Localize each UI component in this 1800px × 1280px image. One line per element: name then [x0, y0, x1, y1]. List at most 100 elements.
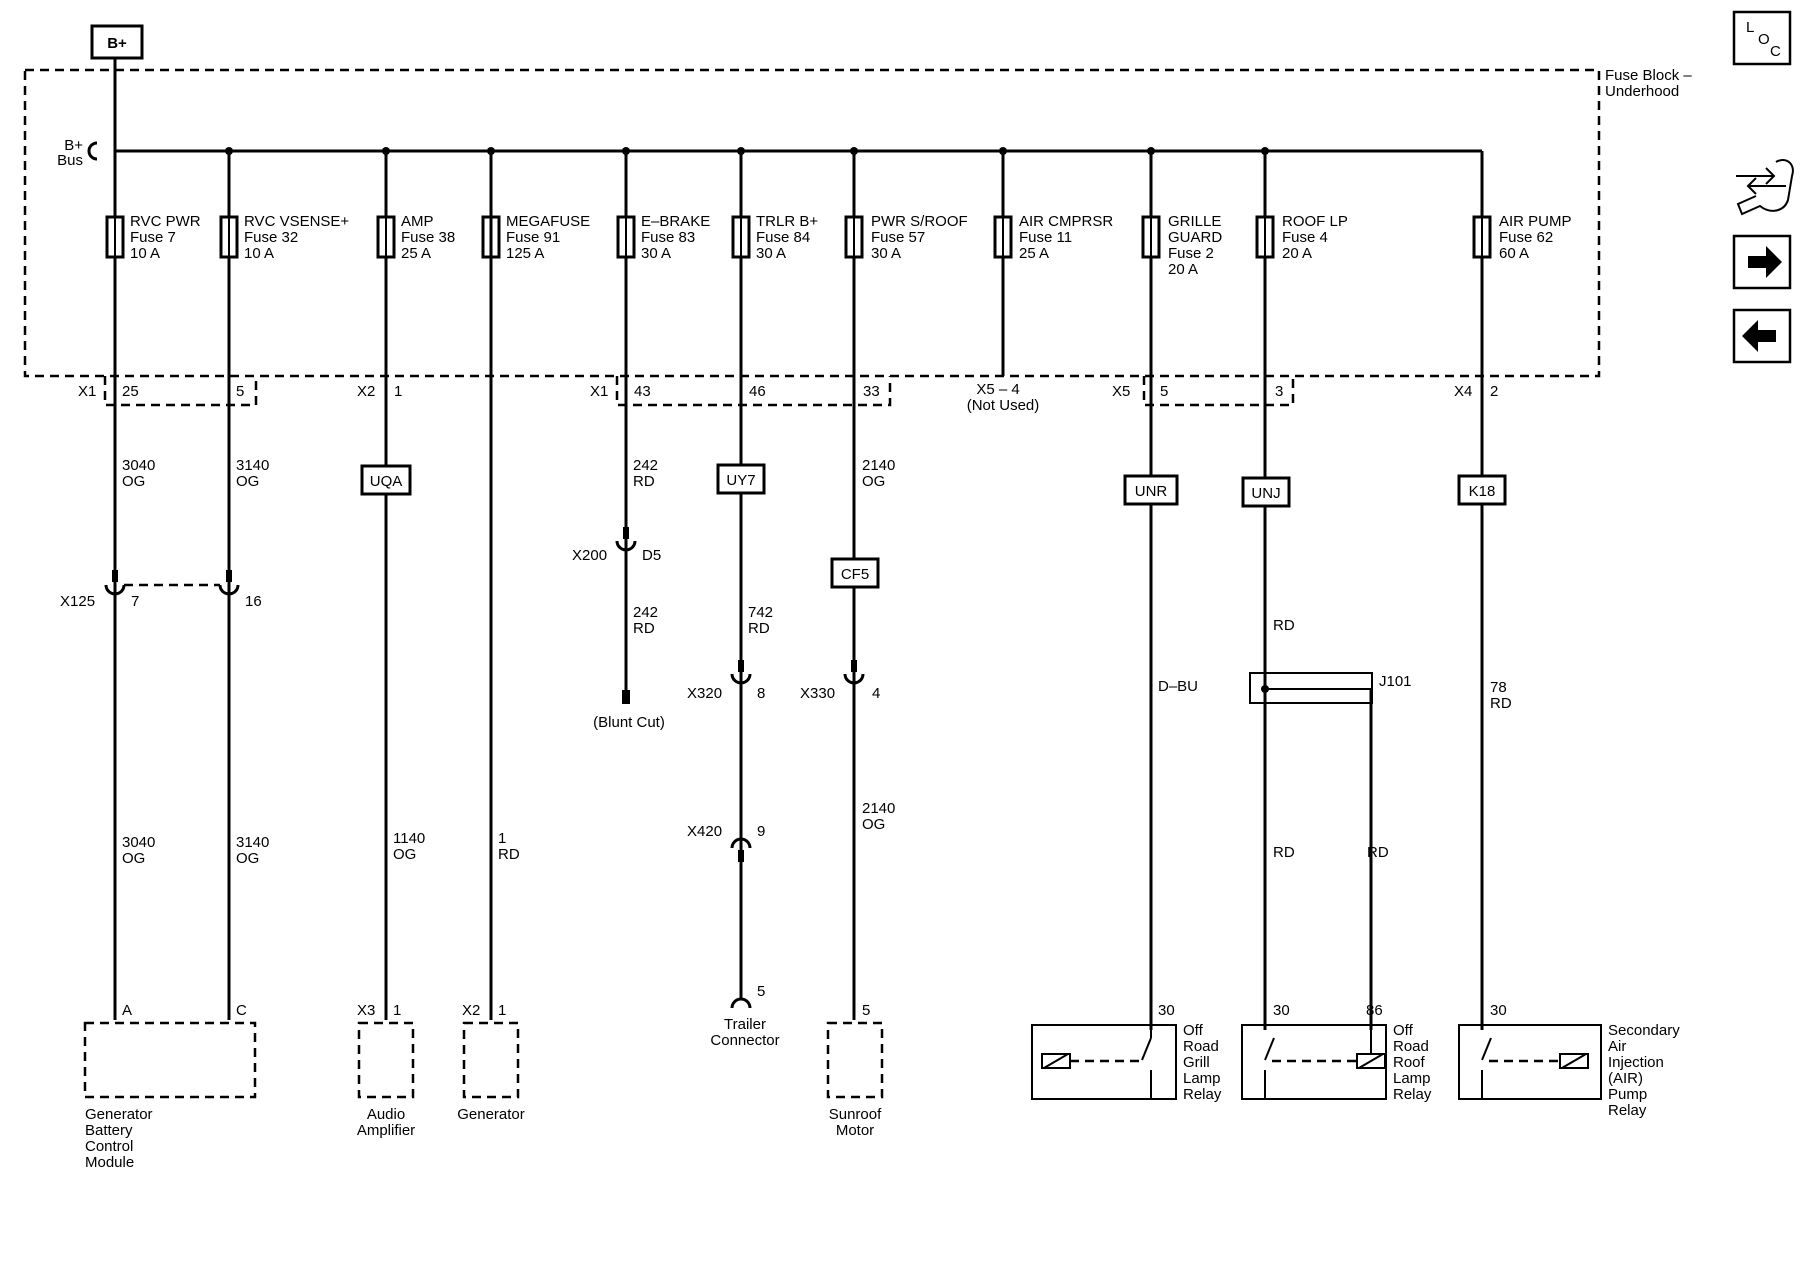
option-uy7: [716, 463, 766, 495]
svg-text:GRILLE: GRILLE: [1168, 213, 1221, 230]
svg-text:Sunroof: Sunroof: [829, 1106, 882, 1123]
fuse-label-roof-lp: ROOF LP Fuse 4 20 A: [1282, 213, 1348, 262]
svg-text:30 A: 30 A: [756, 245, 786, 262]
svg-text:O: O: [1758, 31, 1770, 48]
option-k18: [1457, 474, 1507, 506]
wire-3040-num-bottom: 3040: [122, 834, 155, 851]
option-unr-label: UNR: [1135, 483, 1168, 500]
svg-text:(AIR): (AIR): [1608, 1070, 1643, 1087]
splice-j101: [1249, 672, 1373, 704]
blunt-cut-end: [622, 690, 630, 704]
trailer-connector-mark: [730, 997, 752, 1009]
fuse-block-title: Fuse Block –: [1605, 67, 1692, 84]
connector-x4-pin1: 2: [1490, 383, 1498, 400]
option-uqa: [360, 464, 412, 496]
connector-x125-pin2: 16: [245, 593, 262, 610]
wire-3140-color-top: OG: [236, 473, 259, 490]
wire-242-color-bottom: RD: [633, 620, 655, 637]
wrench-tool-icon[interactable]: [1736, 158, 1794, 216]
svg-text:Road: Road: [1393, 1038, 1429, 1055]
wire-1-color: RD: [498, 846, 520, 863]
svg-text:GUARD: GUARD: [1168, 229, 1222, 246]
connector-x200-label: X200: [572, 547, 607, 564]
amp-connector: X3: [357, 1002, 375, 1019]
audio-amplifier-component: [357, 1021, 415, 1099]
gen-pin: 1: [498, 1002, 506, 1019]
wire-742-color: RD: [748, 620, 770, 637]
svg-text:Fuse 32: Fuse 32: [244, 229, 298, 246]
wire-rd-right-label: RD: [1367, 844, 1389, 861]
wire-3140-color-bottom: OG: [236, 850, 259, 867]
relay2-pin-30: 30: [1273, 1002, 1290, 1019]
svg-text:Generator: Generator: [85, 1106, 153, 1123]
connector-x1-a-label: X1: [78, 383, 96, 400]
svg-text:Road: Road: [1183, 1038, 1219, 1055]
svg-text:Amplifier: Amplifier: [357, 1122, 415, 1139]
svg-text:ROOF LP: ROOF LP: [1282, 213, 1348, 230]
svg-text:Relay: Relay: [1183, 1086, 1222, 1103]
relay-off-road-roof-label: Off Road Roof Lamp Relay: [1393, 1022, 1432, 1103]
relay3-pin-30: 30: [1490, 1002, 1507, 1019]
option-unj-label: UNJ: [1251, 485, 1280, 502]
svg-text:PWR S/ROOF: PWR S/ROOF: [871, 213, 968, 230]
svg-text:TRLR B+: TRLR B+: [756, 213, 818, 230]
svg-text:AMP: AMP: [401, 213, 434, 230]
arrow-left-icon[interactable]: [1732, 308, 1792, 364]
fuse-label-rvc-vsense: RVC VSENSE+ Fuse 32 10 A: [244, 213, 349, 262]
connector-x320-label: X320: [687, 685, 722, 702]
connector-x2-a-label: X2: [357, 383, 375, 400]
svg-text:Fuse 62: Fuse 62: [1499, 229, 1553, 246]
connector-x5-label: X5: [1112, 383, 1130, 400]
svg-text:Off: Off: [1393, 1022, 1414, 1039]
trailer-connector-label: Trailer Connector: [710, 1016, 779, 1049]
wire-242-num-top: 242: [633, 457, 658, 474]
svg-text:30 A: 30 A: [641, 245, 671, 262]
option-unj: [1241, 476, 1291, 508]
fuse-label-rvc-pwr: RVC PWR Fuse 7 10 A: [130, 213, 201, 262]
wire-1-num: 1: [498, 830, 506, 847]
svg-text:20 A: 20 A: [1168, 261, 1198, 278]
fuse-label-trlr: TRLR B+ Fuse 84 30 A: [756, 213, 818, 262]
fuse-block-outline: [23, 68, 1601, 378]
svg-text:Control: Control: [85, 1138, 133, 1155]
connector-not-used-label: (Not Used): [967, 397, 1040, 414]
fuse-block-subtitle: Underhood: [1605, 83, 1679, 100]
connector-x5-pin1: 5: [1160, 383, 1168, 400]
fuse-label-air-pump: AIR PUMP Fuse 62 60 A: [1499, 213, 1572, 262]
connector-x4-label: X4: [1454, 383, 1472, 400]
bus-label-1: B+: [64, 137, 83, 154]
gbcm-pin-c: C: [236, 1002, 247, 1019]
svg-text:20 A: 20 A: [1282, 245, 1312, 262]
location-icon[interactable]: L O C: [1732, 10, 1792, 66]
svg-text:Fuse 84: Fuse 84: [756, 229, 810, 246]
svg-text:Fuse 83: Fuse 83: [641, 229, 695, 246]
svg-text:Air: Air: [1608, 1038, 1626, 1055]
connector-x5-4-label: X5 – 4: [976, 381, 1019, 398]
connector-x1-b: [615, 376, 892, 407]
fuse-label-air-cmprsr: AIR CMPRSR Fuse 11 25 A: [1019, 213, 1113, 262]
svg-text:RVC VSENSE+: RVC VSENSE+: [244, 213, 349, 230]
option-cf5: [830, 557, 880, 589]
generator-label: Generator: [457, 1106, 525, 1123]
fuse-drops: [113, 151, 1484, 376]
wire-3040-color-bottom: OG: [122, 850, 145, 867]
svg-text:RVC PWR: RVC PWR: [130, 213, 201, 230]
arrow-right-icon[interactable]: [1732, 234, 1792, 290]
connector-x200: [615, 527, 637, 552]
svg-text:Fuse 4: Fuse 4: [1282, 229, 1328, 246]
generator-component: [462, 1021, 520, 1099]
connector-x320: [730, 660, 752, 685]
wire-78-num: 78: [1490, 679, 1507, 696]
connector-x2-a-pin1: 1: [394, 383, 402, 400]
connector-x125-label: X125: [60, 593, 95, 610]
gbcm-pin-a: A: [122, 1002, 132, 1019]
svg-text:Fuse 91: Fuse 91: [506, 229, 560, 246]
svg-text:Fuse 11: Fuse 11: [1019, 229, 1072, 246]
svg-text:Fuse 57: Fuse 57: [871, 229, 925, 246]
connector-x330-pin: 4: [872, 685, 880, 702]
connector-x125: [104, 570, 240, 596]
option-uqa-label: UQA: [370, 473, 403, 490]
bus-label-2: Bus: [57, 152, 83, 169]
svg-text:25 A: 25 A: [1019, 245, 1049, 262]
